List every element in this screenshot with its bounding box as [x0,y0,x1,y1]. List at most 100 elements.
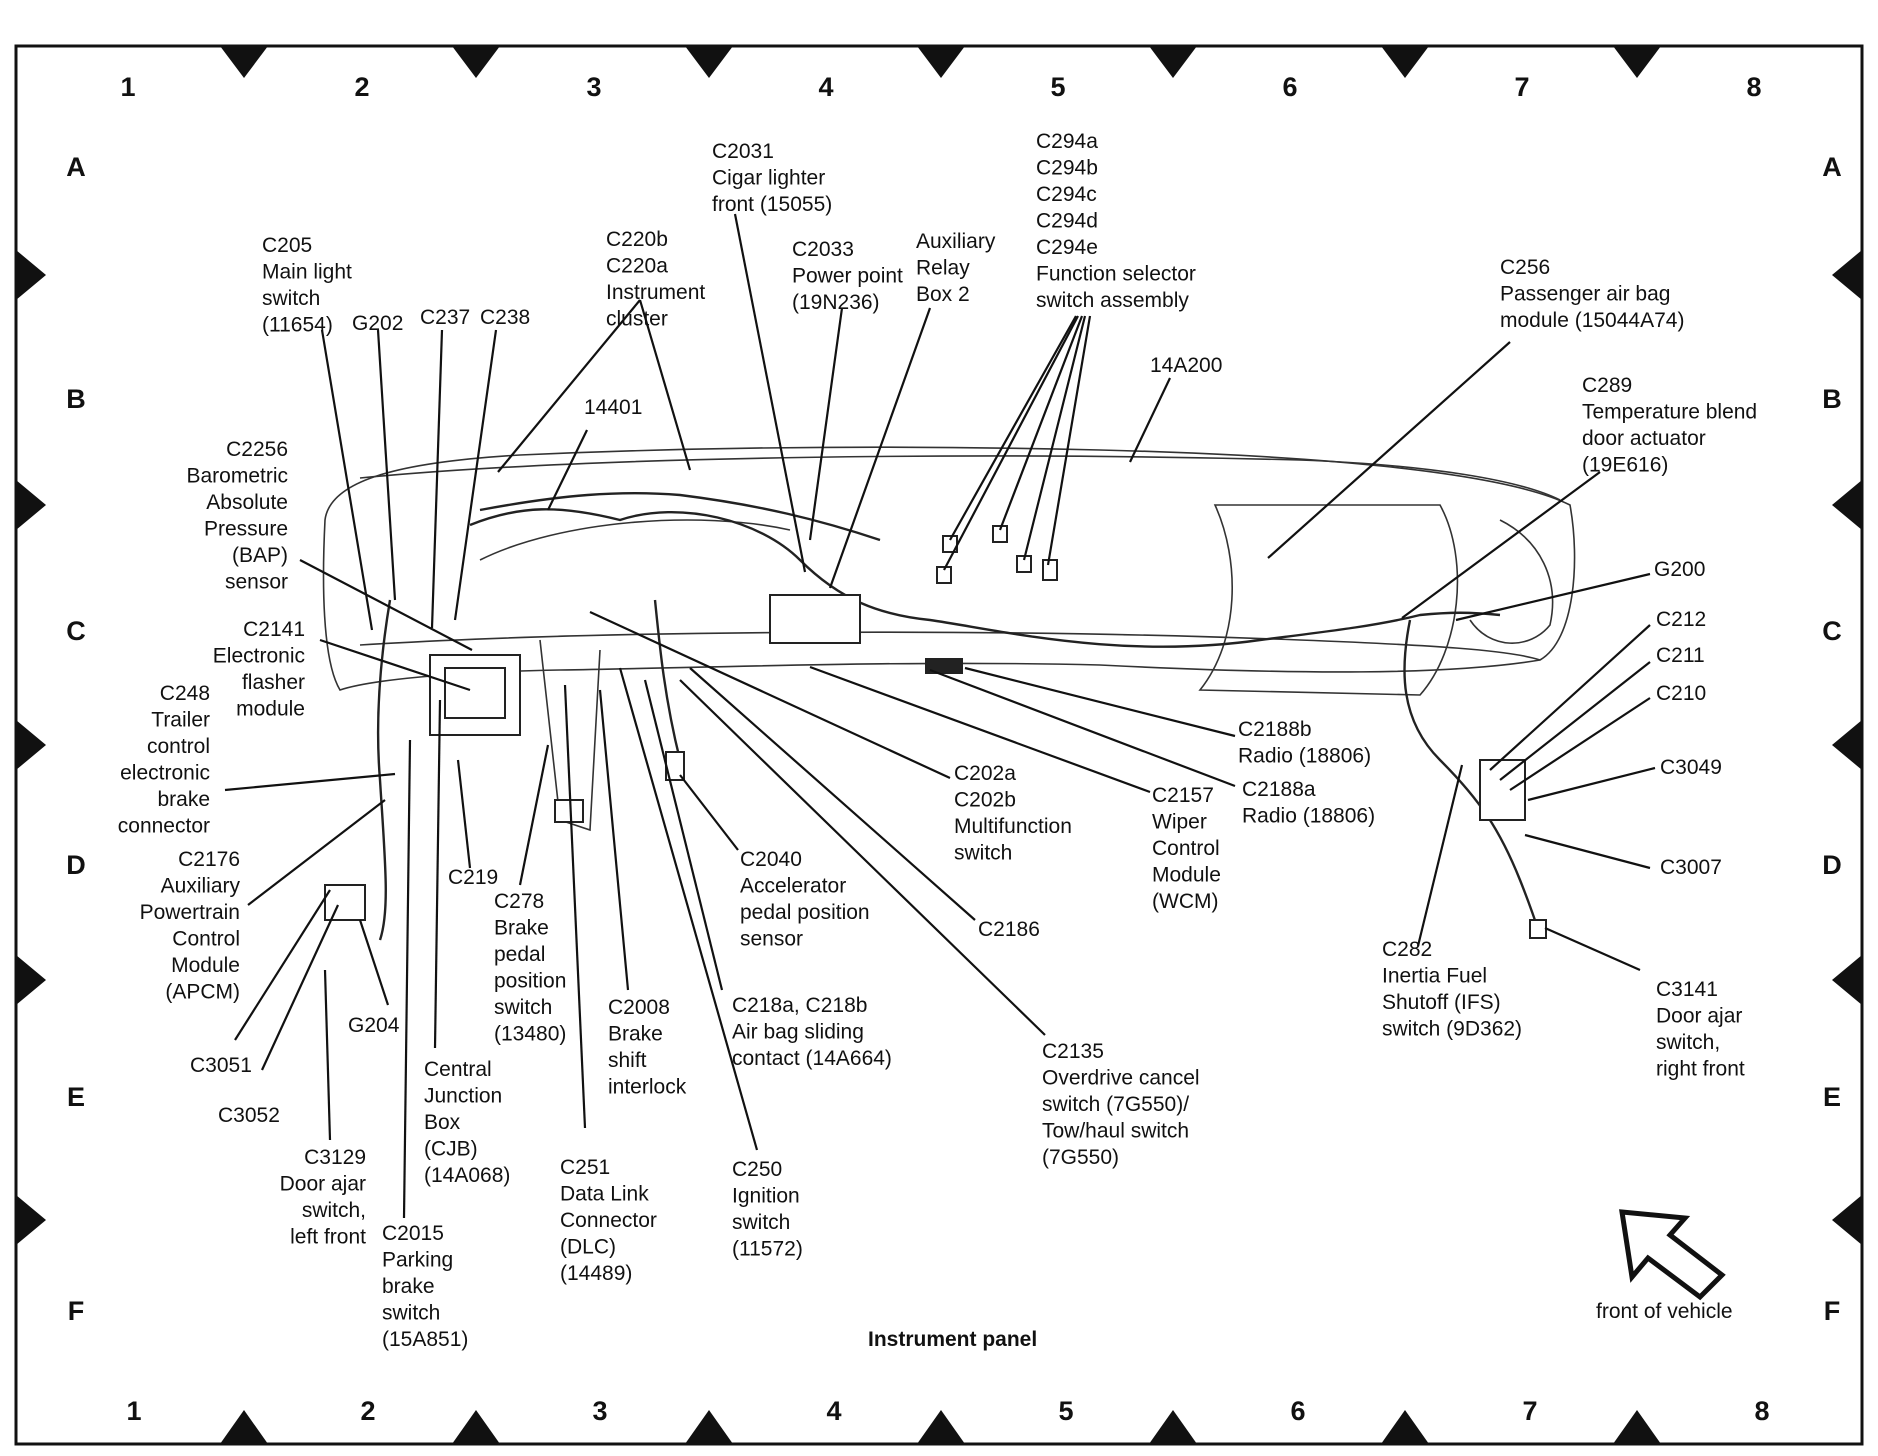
leader-c256 [1267,341,1511,559]
leader-c202 [589,611,951,779]
leader-c278 [518,744,550,886]
leader-c282 [1416,764,1464,947]
label-line: C2031 [712,140,774,163]
label-line: Absolute [206,491,288,514]
grid-row-left-F: F [68,1296,85,1326]
grid-col-top-2: 2 [354,72,369,102]
grid-row-right-E: E [1823,1082,1841,1112]
label-c3051: C3051 [190,1054,252,1077]
label-line: position [494,970,566,993]
grid-col-bottom-7: 7 [1522,1396,1537,1426]
label-line: sensor [225,571,288,594]
grid-col-bottom-8: 8 [1754,1396,1769,1426]
label-line: Parking [382,1249,453,1272]
label-line: Brake [608,1023,663,1046]
label-g200: G200 [1654,558,1705,581]
label-line: module (15044A74) [1500,309,1684,332]
label-line: C237 [420,306,470,329]
label-line: switch [494,996,552,1019]
label-line: left front [290,1226,366,1249]
radio-block [925,658,963,674]
label-c211: C211 [1656,644,1705,667]
label-line: (APCM) [165,981,240,1004]
label-line: (19E616) [1582,454,1668,477]
label-line: C218a, C218b [732,994,867,1017]
label-line: C3129 [304,1146,366,1169]
label-line: Module [171,954,240,977]
grid-col-top-3: 3 [586,72,601,102]
label-line: C219 [448,866,498,889]
label-line: (15A851) [382,1328,468,1351]
label-line: right front [1656,1058,1745,1081]
label-line: Trailer [151,709,210,732]
label-c212: C212 [1656,608,1706,631]
label-line: C248 [160,682,210,705]
label-line: C2033 [792,238,854,261]
label-line: Auxiliary [916,230,996,253]
label-line: (14A068) [424,1164,510,1187]
marker-top-1 [220,46,268,78]
leader-c2157 [809,665,1151,794]
label-line: C2040 [740,848,802,871]
label-line: Brake [494,917,549,940]
diagram-title: Instrument panel [868,1328,1037,1351]
grid-row-left-B: B [66,384,86,414]
label-line: C205 [262,234,312,257]
leader-c2015 [402,739,412,1219]
label-c238: C238 [480,306,530,329]
label-line: C2135 [1042,1040,1104,1063]
marker-bot-6 [1381,1410,1429,1444]
center-drop-harness [653,599,682,761]
label-line: C2176 [178,848,240,871]
label-line: C294b [1036,157,1098,180]
grid-col-bottom-2: 2 [360,1396,375,1426]
leader-c3052 [261,904,339,1071]
left-drop-harness [376,599,392,941]
leader-c294a [949,315,1077,541]
label-line: Cigar lighter [712,167,825,190]
label-line: C2188b [1238,718,1312,741]
label-line: Passenger air bag [1500,283,1670,306]
leader-c2141 [319,638,471,692]
label-line: C3052 [218,1104,280,1127]
label-line: shift [608,1049,647,1072]
label-c3049: C3049 [1660,756,1722,779]
leader-cjb [433,699,442,1049]
label-line: flasher [242,671,305,694]
grid-col-top-5: 5 [1050,72,1065,102]
label-line: C3141 [1656,978,1718,1001]
dash-top-edge [359,455,1561,501]
label-line: Junction [424,1085,502,1108]
left-connector-cluster [324,884,366,921]
label-line: Overdrive cancel [1042,1067,1200,1090]
leader-c2033 [808,307,844,541]
label-line: C3049 [1660,756,1722,779]
marker-bot-7 [1613,1410,1661,1444]
leader-c250 [618,667,759,1151]
marker-left-3 [16,720,46,770]
label-line: sensor [740,928,803,951]
label-line: C294c [1036,183,1097,206]
label-line: switch, [302,1199,366,1222]
leader-14a200 [1129,377,1171,463]
label-line: Barometric [186,465,288,488]
label-line: C256 [1500,256,1550,279]
label-line: (14489) [560,1262,632,1285]
label-line: C294e [1036,236,1098,259]
leader-c294c [998,315,1084,531]
grid-row-right-D: D [1822,850,1842,880]
marker-top-2 [452,46,500,78]
leader-c237 [430,329,444,629]
label-line: 14401 [584,396,642,419]
